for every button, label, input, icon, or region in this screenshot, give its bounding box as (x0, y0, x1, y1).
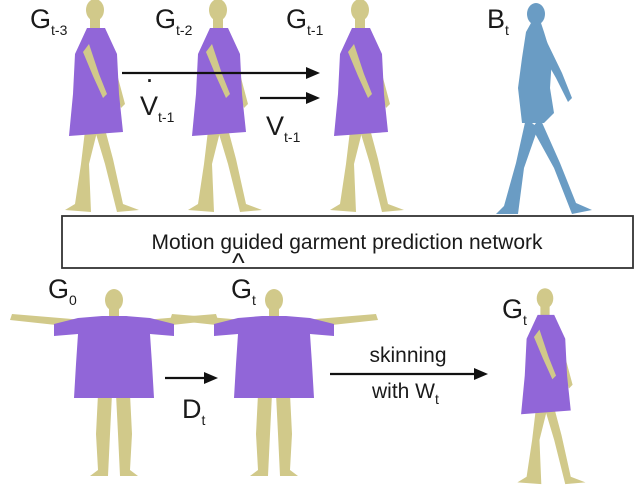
figure-g-t (517, 288, 586, 485)
network-box-label: Motion guided garment prediction network (151, 231, 543, 254)
label-ghat-t: Gt (231, 274, 256, 308)
figure-g-t-2 (188, 0, 262, 212)
label-skinning: skinning (369, 344, 446, 367)
figure-b-t (496, 3, 592, 214)
arrowhead-velocity (306, 92, 320, 104)
arrowhead-skinning (474, 368, 488, 380)
label-g-t-3: Gt-3 (30, 4, 68, 38)
label-velocity: Vt-1 (266, 111, 301, 145)
network-box: Motion guided garment prediction network (61, 215, 634, 269)
label-b-t: Bt (487, 4, 509, 38)
figure-g-t-3 (65, 0, 139, 212)
label-velocity-dot-accent: · (145, 64, 154, 94)
top-row: Gt-3 Gt-2 Gt-1 Bt · Vt-1 Vt-1 (30, 0, 592, 214)
label-displacement: Dt (182, 394, 206, 428)
figure-ghat-t (170, 289, 378, 476)
figure-g-t-1 (330, 0, 404, 212)
label-g-t-final: Gt (502, 294, 527, 328)
label-g0: G0 (48, 274, 77, 308)
label-g-t-2: Gt-2 (155, 4, 193, 38)
label-velocity-dot: Vt-1 (140, 91, 175, 125)
label-ghat-accent: ^ (232, 248, 245, 278)
bottom-row: G0 ^ Gt Gt Dt skinning with Wt (10, 248, 586, 485)
label-g-t-1: Gt-1 (286, 4, 324, 38)
label-with-wt: with Wt (371, 380, 439, 407)
arrowhead-velocity-dot (306, 67, 320, 79)
arrowhead-displacement (204, 372, 218, 384)
